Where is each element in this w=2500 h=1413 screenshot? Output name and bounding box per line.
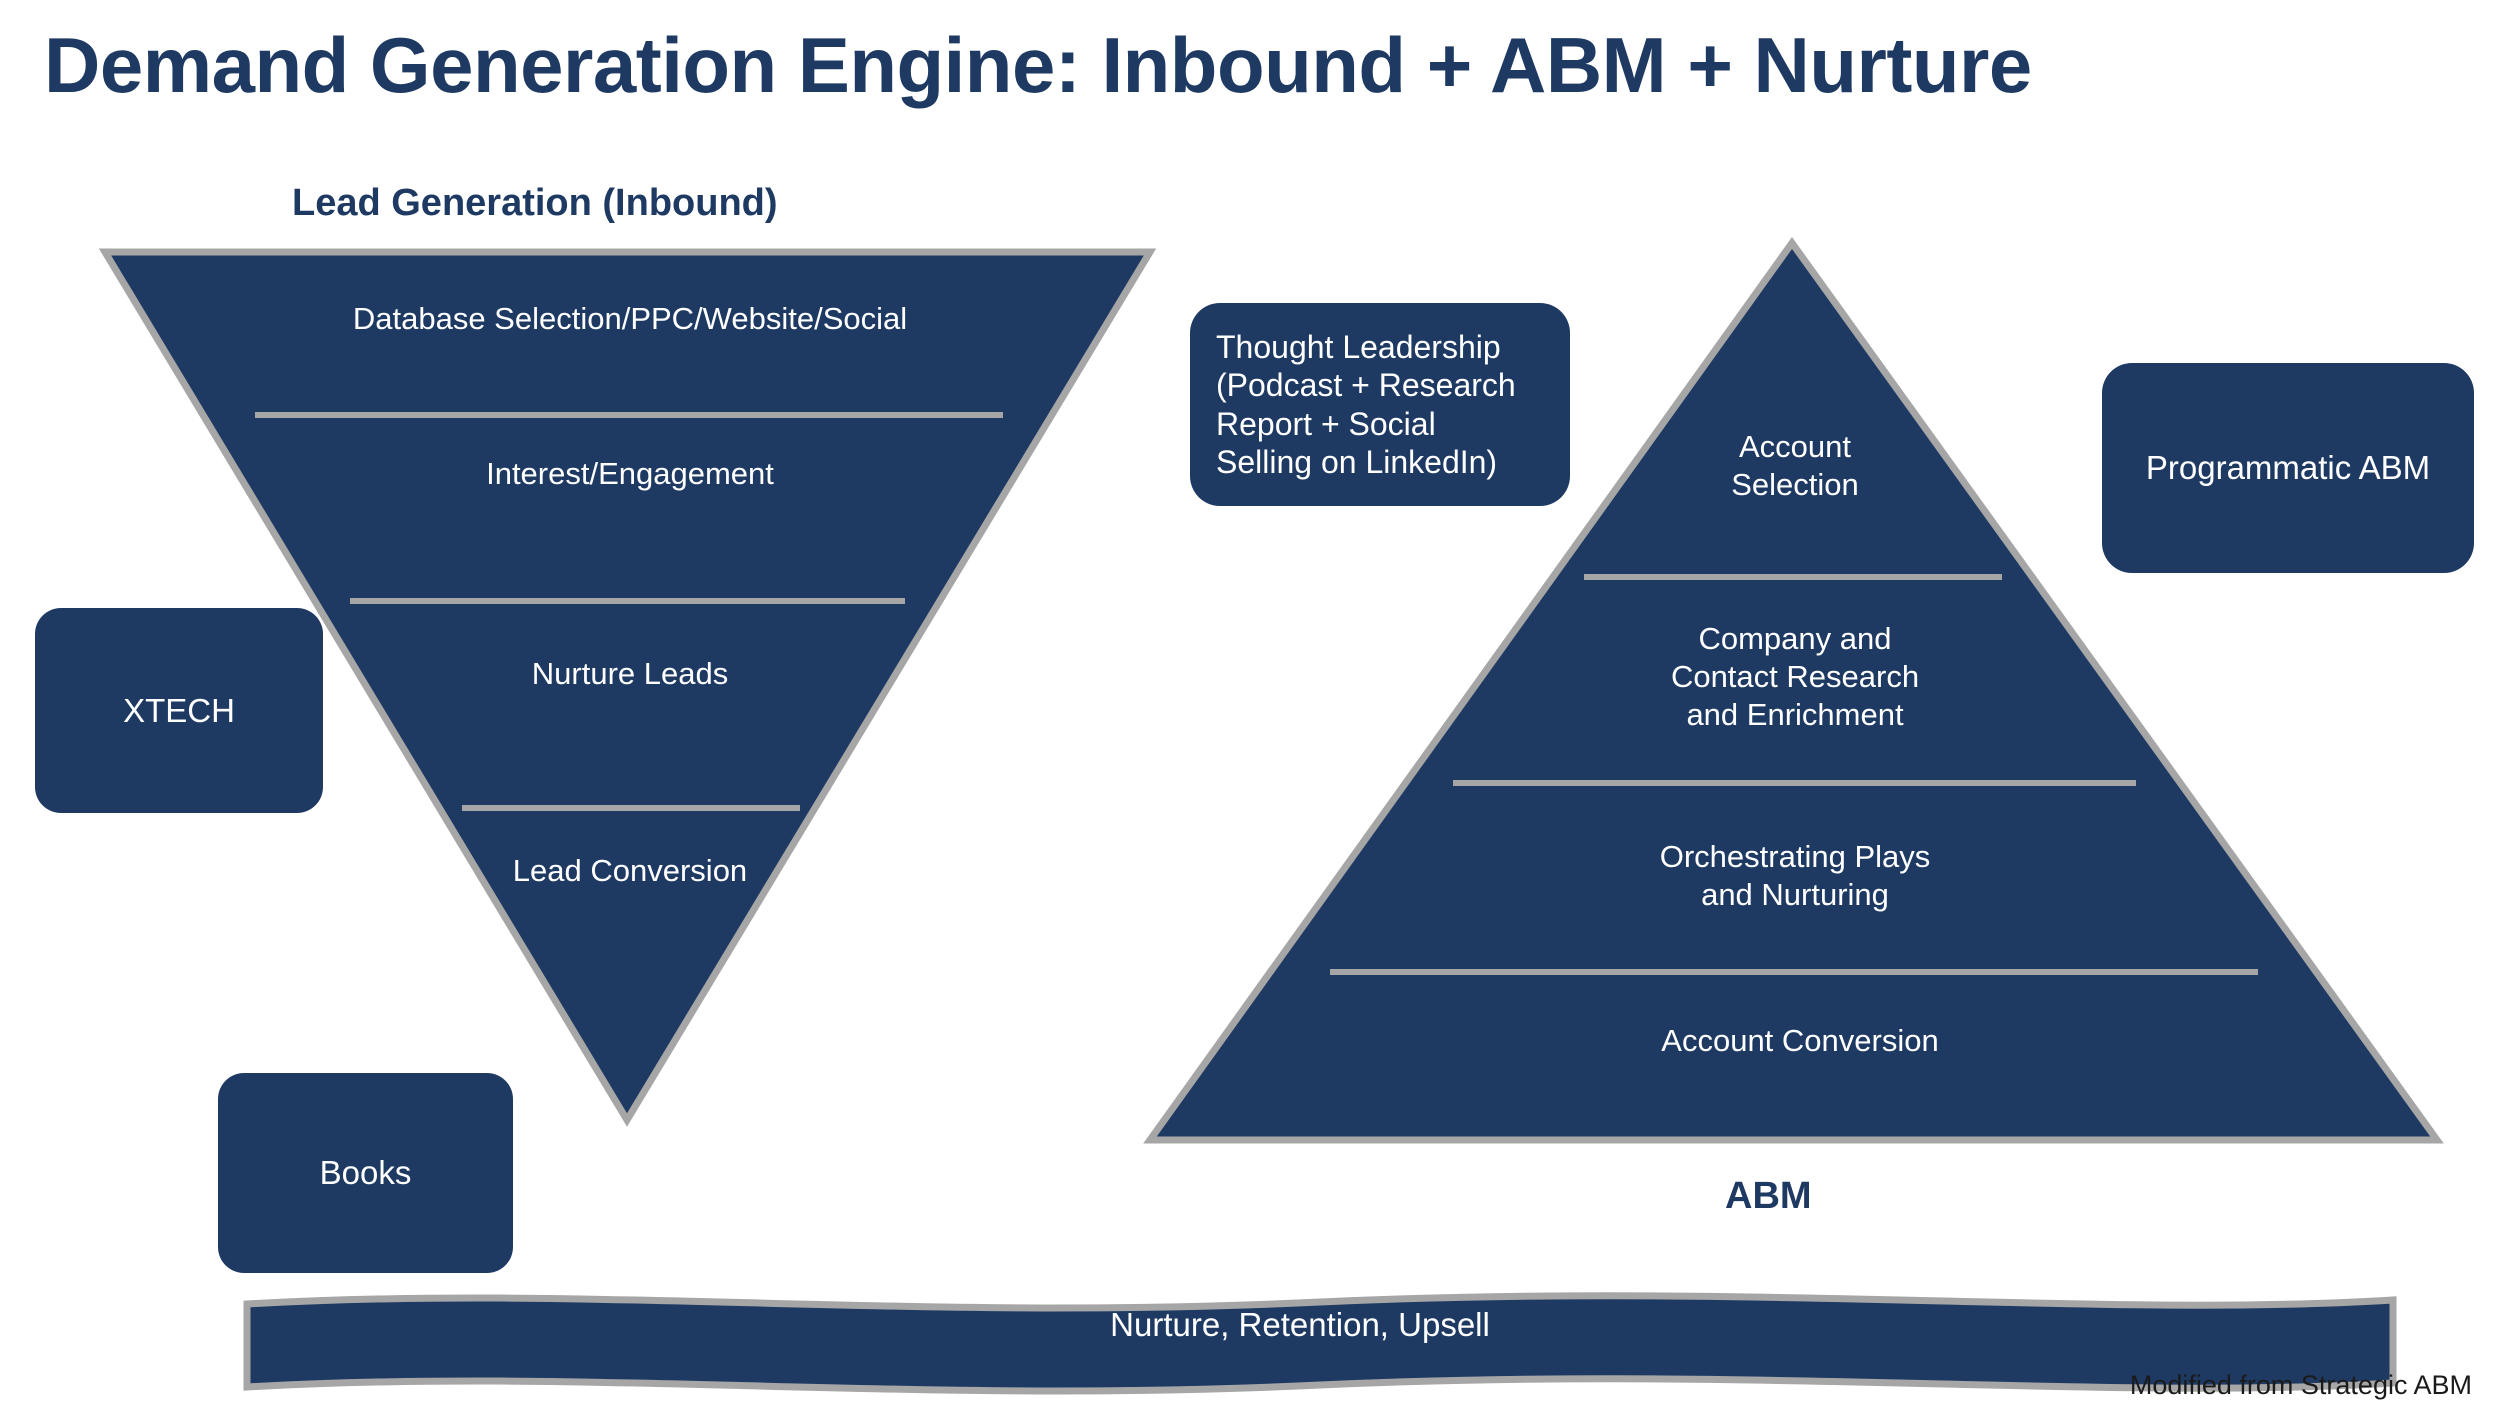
nurture-band-shape <box>243 1292 2397 1395</box>
xtech-box: XTECH <box>35 608 323 813</box>
thought-leadership-label: Thought Leadership (Podcast + Research R… <box>1216 328 1516 480</box>
programmatic-abm-label: Programmatic ABM <box>2145 449 2431 486</box>
page-title: Demand Generation Engine: Inbound + ABM … <box>44 21 2032 109</box>
pyramid-shape <box>1143 236 2444 1144</box>
pyramid-caption: ABM <box>1725 1175 1812 1217</box>
books-box: Books <box>218 1073 513 1273</box>
xtech-label: XTECH <box>123 691 235 729</box>
funnel-caption: Lead Generation (Inbound) <box>292 182 778 224</box>
funnel-shape <box>98 248 1157 1127</box>
thought-leadership-box: Thought Leadership (Podcast + Research R… <box>1190 303 1570 506</box>
books-label: Books <box>319 1154 412 1191</box>
programmatic-abm-box: Programmatic ABM <box>2102 363 2474 573</box>
source-note: Modified from Strategic ABM <box>2129 1370 2472 1400</box>
